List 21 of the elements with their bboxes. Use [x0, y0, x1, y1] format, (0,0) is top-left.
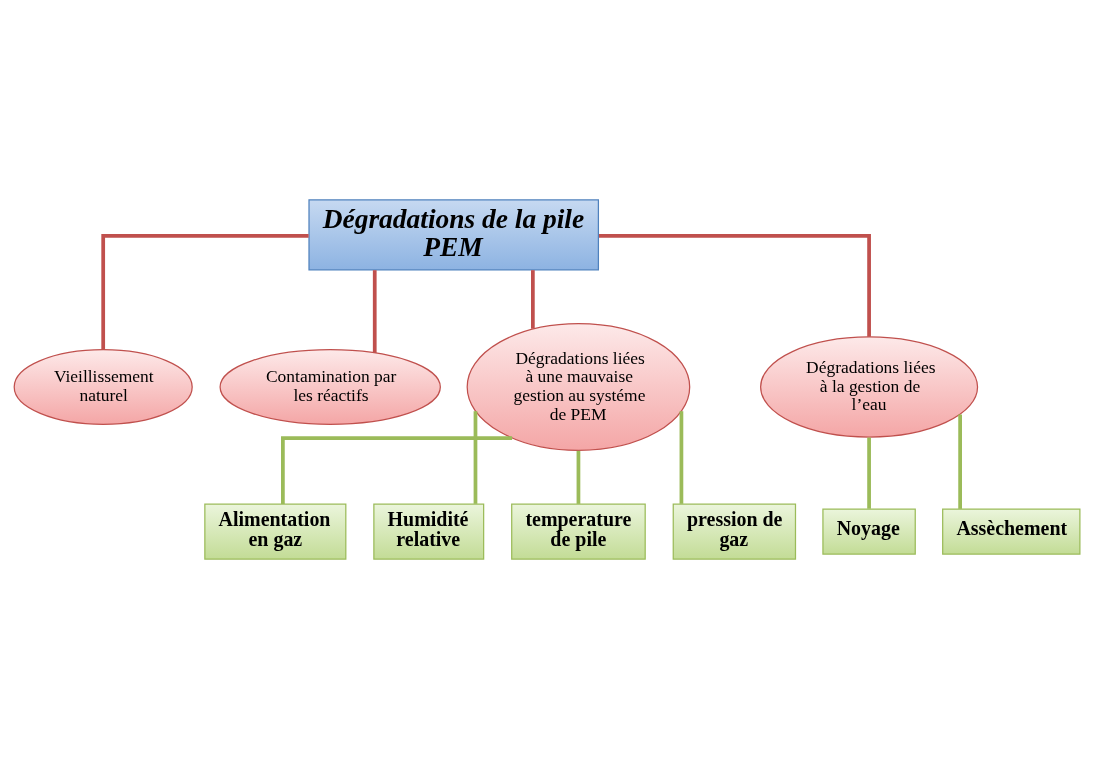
node-ellipse: Vieillissement naturel — [13, 348, 193, 425]
connector — [531, 269, 535, 329]
node-ellipse: Dégradations liées à la gestion de l’eau — [760, 335, 979, 438]
node-ellipse: Dégradations liées à une mauvaise gestion au systéme de PEM — [466, 322, 691, 451]
connector — [576, 450, 581, 504]
node-box: Dégradations de la pile PEM — [308, 198, 600, 270]
connector — [958, 414, 962, 509]
connector — [101, 233, 309, 350]
connector — [867, 437, 871, 509]
connector — [679, 410, 684, 504]
connector — [281, 435, 513, 504]
node-box: Noyage — [822, 508, 916, 555]
connector — [473, 410, 478, 504]
node-box: temperature de pile — [511, 503, 646, 560]
connector — [372, 269, 377, 353]
node-box: pression de gaz — [672, 503, 797, 560]
node-box: Assèchement — [942, 508, 1081, 555]
node-box: Humidité relative — [373, 503, 485, 560]
connector — [599, 233, 871, 337]
node-box: Alimentation en gaz — [204, 503, 347, 560]
node-ellipse: Contamination par les réactifs — [219, 348, 441, 425]
